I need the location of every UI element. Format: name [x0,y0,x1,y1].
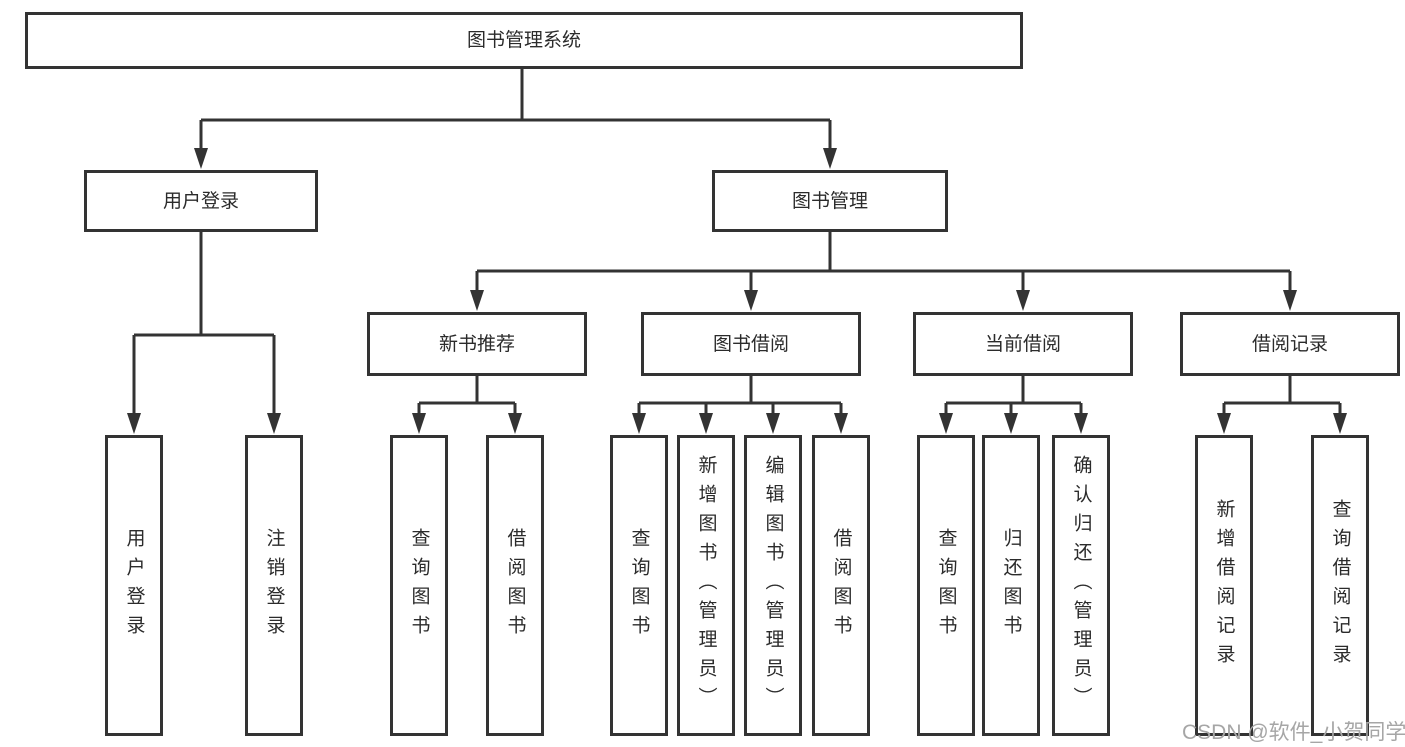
leaf-query-books-borrowing-label: 查询图书 [628,527,650,644]
leaf-edit-book-admin-label: 编辑图书（管理员） [762,455,784,716]
leaf-add-borrow-record-label: 新增借阅记录 [1213,498,1235,673]
leaf-logout-label: 注销登录 [263,527,285,644]
leaf-add-book-admin-label: 新增图书（管理员） [695,455,717,716]
leaf-borrow-books-recommend: 借阅图书 [486,435,544,736]
leaf-add-borrow-record: 新增借阅记录 [1195,435,1253,736]
node-current-borrowing-label: 当前借阅 [984,333,1061,355]
node-book-management-label: 图书管理 [791,190,868,212]
leaf-query-books-recommend-label: 查询图书 [408,527,430,644]
leaf-return-books: 归还图书 [982,435,1040,736]
leaf-add-book-admin: 新增图书（管理员） [677,435,735,736]
node-user-login-label: 用户登录 [162,190,239,212]
csdn-watermark: CSDN @软件_小贺同学 [1182,721,1405,744]
node-book-borrowing: 图书借阅 [641,312,861,376]
leaf-edit-book-admin: 编辑图书（管理员） [744,435,802,736]
connector-edges [132,69,1342,413]
leaf-query-books-recommend: 查询图书 [390,435,448,736]
node-book-borrowing-label: 图书借阅 [712,333,789,355]
node-new-book-recommend-label: 新书推荐 [438,333,515,355]
leaf-query-borrow-record-label: 查询借阅记录 [1329,498,1351,673]
leaf-return-books-label: 归还图书 [1000,527,1022,644]
leaf-query-books-borrowing: 查询图书 [610,435,668,736]
node-user-login: 用户登录 [84,170,318,232]
node-new-book-recommend: 新书推荐 [367,312,587,376]
leaf-confirm-return-admin: 确认归还（管理员） [1052,435,1110,736]
leaf-user-login-label: 用户登录 [123,527,145,644]
node-book-management: 图书管理 [712,170,948,232]
leaf-borrow-books-borrowing-label: 借阅图书 [830,527,852,644]
leaf-query-books-current-label: 查询图书 [935,527,957,644]
leaf-query-books-current: 查询图书 [917,435,975,736]
leaf-user-login: 用户登录 [105,435,163,736]
node-borrowing-records: 借阅记录 [1180,312,1400,376]
leaf-borrow-books-recommend-label: 借阅图书 [504,527,526,644]
node-root-library-system: 图书管理系统 [25,12,1023,69]
leaf-borrow-books-borrowing: 借阅图书 [812,435,870,736]
leaf-confirm-return-admin-label: 确认归还（管理员） [1070,455,1092,716]
leaf-logout: 注销登录 [245,435,303,736]
leaf-query-borrow-record: 查询借阅记录 [1311,435,1369,736]
node-current-borrowing: 当前借阅 [913,312,1133,376]
node-root-label: 图书管理系统 [466,30,581,51]
node-borrowing-records-label: 借阅记录 [1251,333,1328,355]
